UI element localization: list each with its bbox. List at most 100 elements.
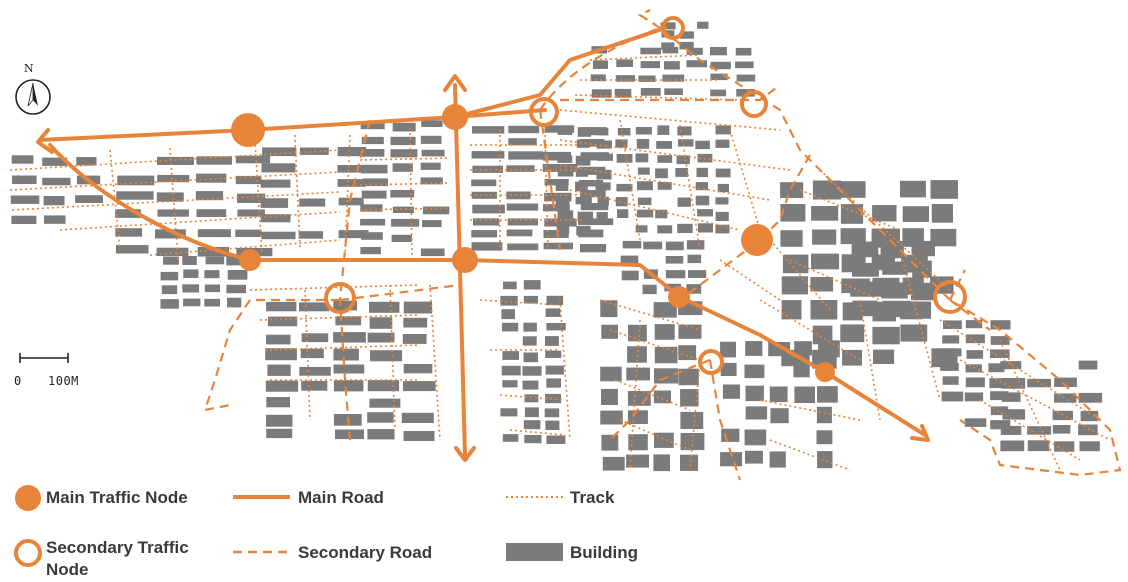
building — [601, 388, 618, 405]
building — [523, 322, 537, 332]
building — [235, 155, 271, 164]
building — [390, 190, 415, 198]
building — [576, 139, 590, 148]
building — [369, 398, 401, 408]
building — [660, 22, 676, 30]
building — [1054, 441, 1075, 452]
building — [664, 88, 683, 95]
building — [653, 302, 677, 318]
building — [403, 381, 436, 392]
building — [580, 152, 609, 161]
building — [421, 120, 443, 127]
arrow-southeast-icon — [910, 424, 930, 442]
building — [851, 241, 879, 258]
building — [580, 190, 606, 198]
building — [575, 181, 588, 192]
arrow-north-icon — [443, 74, 467, 92]
building — [161, 285, 178, 295]
building — [900, 180, 926, 198]
scale-bar — [19, 353, 69, 363]
building — [621, 270, 639, 281]
main-node — [239, 249, 261, 271]
building — [662, 74, 685, 82]
building — [665, 256, 684, 264]
building — [335, 316, 362, 326]
building — [653, 390, 671, 404]
building — [506, 191, 531, 200]
building — [744, 429, 767, 446]
building — [421, 149, 445, 157]
legend-main-road-label: Main Road — [298, 488, 384, 507]
building — [12, 175, 37, 184]
legend-track-label: Track — [570, 488, 615, 507]
building — [615, 139, 628, 148]
building — [657, 182, 672, 190]
building — [930, 180, 958, 199]
building — [506, 165, 535, 172]
building — [665, 270, 686, 279]
building — [235, 175, 262, 185]
building — [635, 153, 649, 163]
building — [367, 429, 395, 440]
legend-main-node-label: Main Traffic Node — [46, 488, 188, 507]
building — [686, 240, 705, 250]
building — [543, 242, 573, 250]
building — [596, 212, 608, 221]
building — [42, 177, 71, 186]
building — [575, 155, 591, 166]
building — [390, 136, 416, 146]
building — [1000, 440, 1025, 452]
main-node — [741, 224, 773, 256]
scale-end-label: 100M — [48, 374, 79, 388]
building — [715, 139, 730, 148]
building — [943, 320, 962, 329]
building — [333, 364, 365, 374]
building — [911, 240, 935, 257]
building — [654, 346, 678, 364]
building — [664, 61, 680, 70]
building — [301, 380, 328, 391]
building — [812, 180, 842, 200]
building — [679, 41, 694, 50]
secondary-nodes — [324, 16, 967, 375]
building — [361, 149, 385, 157]
building — [656, 141, 672, 149]
building — [964, 418, 987, 427]
building — [602, 456, 625, 471]
building — [710, 73, 728, 81]
building — [680, 389, 699, 407]
scale-start-label: 0 — [14, 374, 22, 388]
building — [627, 391, 651, 406]
building — [390, 149, 418, 158]
building — [337, 147, 367, 157]
building — [637, 181, 653, 191]
building — [333, 332, 366, 343]
legend-secondary-node: Secondary Traffic Node — [46, 537, 189, 581]
building — [204, 298, 220, 307]
building — [226, 284, 246, 294]
building — [678, 368, 699, 386]
building — [260, 198, 289, 208]
building — [769, 386, 788, 403]
building — [183, 269, 199, 278]
building — [555, 195, 570, 205]
building — [392, 163, 413, 172]
building — [745, 341, 763, 356]
building — [678, 324, 702, 339]
building — [507, 243, 539, 251]
building — [600, 300, 618, 318]
building — [265, 380, 299, 392]
north-arrow-icon — [15, 79, 51, 115]
building — [523, 420, 541, 430]
building — [501, 322, 519, 332]
building — [503, 281, 517, 290]
building — [680, 411, 704, 429]
building — [600, 366, 622, 382]
building — [1080, 410, 1099, 422]
building — [204, 284, 221, 293]
building — [697, 209, 713, 217]
building — [157, 156, 194, 165]
building — [715, 197, 729, 205]
building — [720, 341, 736, 358]
building — [695, 140, 710, 150]
